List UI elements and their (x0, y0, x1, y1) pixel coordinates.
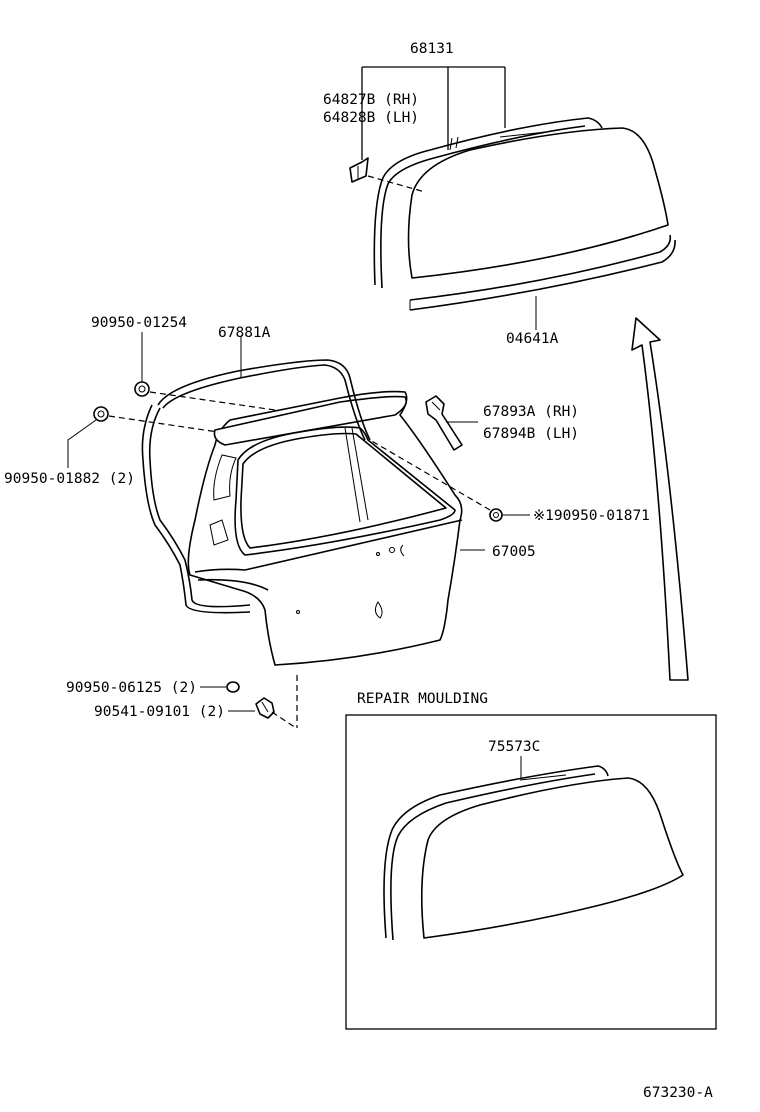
label-68131: 68131 (410, 41, 454, 57)
clip-90950-01882 (93, 406, 109, 422)
back-door-panel-67005 (187, 390, 463, 666)
repair-moulding-75573c (383, 765, 609, 941)
label-04641a: 04641A (506, 331, 559, 347)
weatherstrip-67881a (141, 359, 371, 614)
label-90950-01882: 90950-01882 (2) (4, 471, 135, 487)
label-67881a: 67881A (218, 325, 271, 341)
label-90950-01254: 90950-01254 (91, 315, 187, 331)
glass-moulding-68131 (373, 117, 603, 289)
moulding-clip-64827b (349, 157, 369, 183)
figure-id: 673230-A (643, 1085, 713, 1101)
back-door-glass (407, 127, 669, 279)
leader-68131 (361, 66, 506, 160)
cushion-90541-09101 (255, 697, 275, 719)
hinge-cover-67893a (425, 395, 463, 451)
label-64828b: 64828B (LH) (323, 110, 419, 126)
leader-90950-01882 (67, 419, 97, 468)
plug-90950-06125 (226, 681, 240, 693)
assembly-arrow (631, 317, 689, 681)
label-repair-moulding: REPAIR MOULDING (357, 691, 488, 707)
label-75573c: 75573C (488, 739, 540, 755)
clip-90950-01254 (134, 381, 150, 397)
label-90541-09101: 90541-09101 (2) (94, 704, 225, 720)
label-90950-01871: ※190950-01871 (533, 508, 650, 524)
label-90950-06125: 90950-06125 (2) (66, 680, 197, 696)
repair-glass (420, 777, 684, 939)
label-67894b: 67894B (LH) (483, 426, 579, 442)
glass-bottom-moulding-04641a (409, 234, 676, 311)
label-67893a: 67893A (RH) (483, 404, 579, 420)
clip-90950-01871 (489, 508, 503, 522)
label-64827b: 64827B (RH) (323, 92, 419, 108)
label-67005: 67005 (492, 544, 536, 560)
repair-moulding-box (345, 714, 717, 1030)
